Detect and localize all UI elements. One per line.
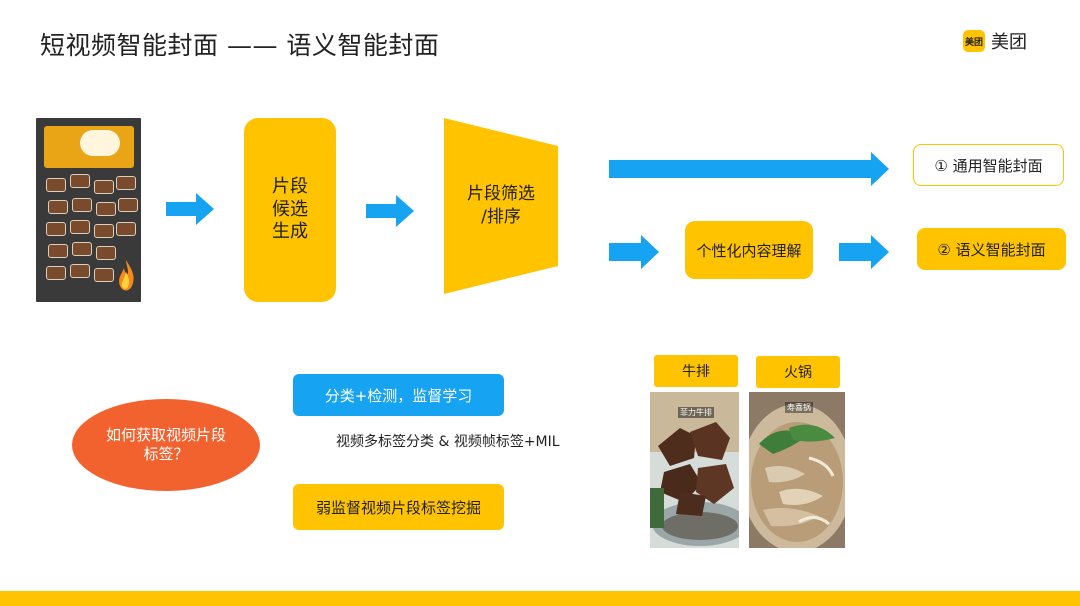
long-arrow-right-icon <box>609 152 889 186</box>
steak-caption: 菲力牛排 <box>678 407 714 418</box>
flame-icon <box>119 260 134 291</box>
tag-steak: 牛排 <box>654 355 738 387</box>
segment-candidate-block: 片段 候选 生成 <box>244 118 336 302</box>
personalized-understanding-block: 个性化内容理解 <box>685 221 813 279</box>
method-description: 视频多标签分类 & 视频帧标签+MIL <box>336 434 560 450</box>
segment-filter-label: 片段筛选 /排序 <box>467 184 535 227</box>
segment-filter-block: 片段筛选 /排序 <box>444 118 558 294</box>
semantic-smart-cover-output: ② 语义智能封面 <box>917 228 1066 270</box>
arrow-right-icon <box>166 193 214 225</box>
steak-photo: 菲力牛排 <box>650 392 739 548</box>
brand-text: 美团 <box>991 32 1027 53</box>
video-thumbnail <box>36 118 141 302</box>
bottom-brand-bar <box>0 591 1080 606</box>
weak-supervision-box: 弱监督视频片段标签挖掘 <box>293 484 504 530</box>
supervised-learning-box: 分类+检测，监督学习 <box>293 374 504 416</box>
question-oval: 如何获取视频片段 标签？ <box>72 399 260 491</box>
brand-logo: 美团 美团 <box>963 28 1027 54</box>
arrow-right-icon <box>366 195 414 227</box>
arrow-right-icon <box>839 235 889 269</box>
tag-hotpot: 火锅 <box>756 356 840 388</box>
slide-title: 短视频智能封面 —— 语义智能封面 <box>40 31 440 60</box>
general-smart-cover-output: ① 通用智能封面 <box>913 144 1064 186</box>
hotpot-caption: 寿喜锅 <box>785 402 813 413</box>
hotpot-photo: 寿喜锅 <box>749 392 845 548</box>
meituan-logo-icon: 美团 <box>963 30 985 52</box>
arrow-right-icon <box>609 235 659 269</box>
cat-mascot-icon <box>80 130 120 156</box>
